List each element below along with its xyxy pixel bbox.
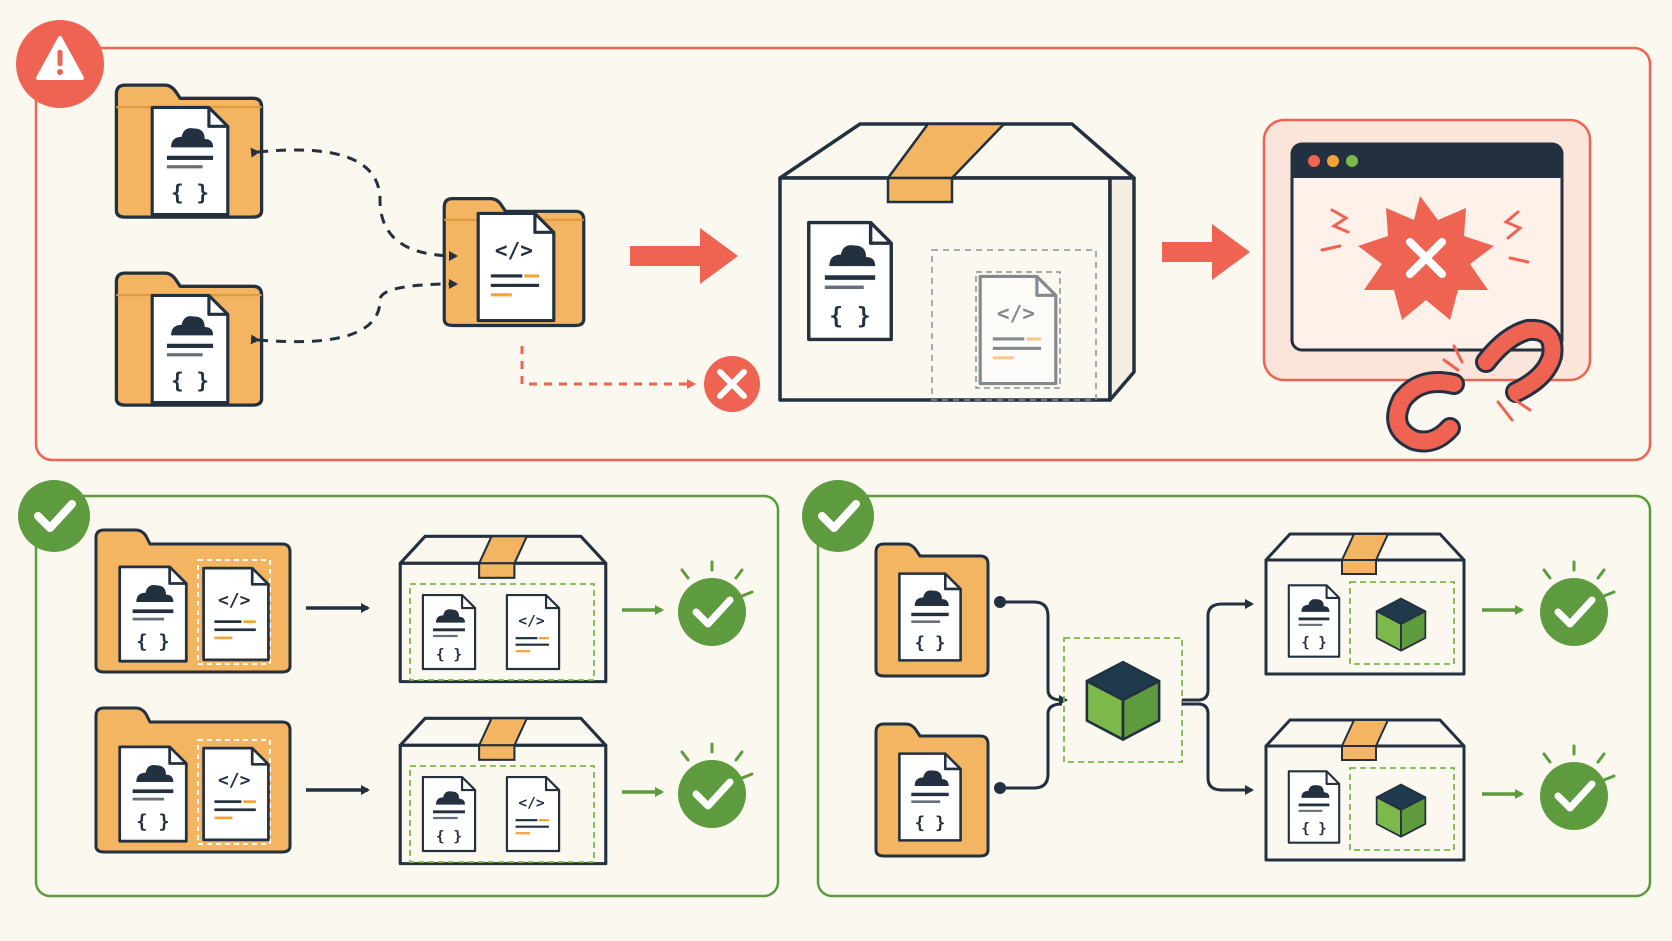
panel-shared-border — [816, 494, 1652, 898]
broken-link-icon — [1386, 318, 1564, 453]
connector-consumer-1 — [1000, 600, 1068, 705]
panel-failure-border — [34, 46, 1652, 462]
check-icon — [678, 560, 754, 646]
panel-failure — [16, 20, 1652, 462]
arrow-to-error — [1162, 224, 1250, 280]
check-icon — [802, 480, 874, 552]
connector-module-to-package-2 — [1182, 702, 1254, 795]
cloud-config-file-icon — [1287, 770, 1341, 844]
folder-service-a — [114, 83, 264, 219]
dashed-link-missing — [520, 346, 696, 389]
connector-consumer-2 — [1000, 702, 1063, 790]
folder-shared-consumer-2 — [874, 722, 990, 858]
code-file-icon — [476, 211, 556, 323]
cloud-config-file-icon — [898, 752, 962, 842]
folder-shared-consumer-1 — [874, 542, 990, 678]
code-file-icon — [978, 274, 1058, 386]
cloud-config-file-icon — [118, 745, 188, 843]
check-icon — [1540, 560, 1616, 646]
folder-bundled-1 — [94, 528, 292, 674]
package-bundled-1 — [398, 534, 608, 684]
missing-slot — [931, 249, 1097, 401]
check-icon — [18, 480, 90, 552]
dashed-link-a-to-shared — [250, 147, 458, 261]
browser-window-error-icon — [1262, 118, 1592, 382]
check-icon — [1540, 744, 1616, 830]
panel-bundled-border — [34, 494, 780, 898]
code-file-icon — [505, 775, 561, 853]
package-shared-1 — [1264, 532, 1466, 676]
folder-shared-code — [442, 196, 586, 328]
package-box-icon — [778, 122, 1136, 402]
code-file-icon — [202, 746, 270, 842]
panel-shared — [802, 480, 1652, 898]
cloud-config-file-icon — [898, 572, 962, 662]
cloud-config-file-icon — [150, 293, 230, 405]
package-shared-2 — [1264, 718, 1466, 862]
warning-icon — [16, 20, 104, 108]
cross-icon — [704, 356, 760, 412]
bundled-row-1 — [94, 528, 754, 684]
cloud-config-file-icon — [1287, 584, 1341, 658]
connector-module-to-package-1 — [1182, 599, 1254, 702]
folder-service-b — [114, 271, 264, 407]
cloud-config-file-icon — [118, 565, 188, 663]
folder-bundled-2 — [94, 706, 292, 854]
code-file-icon — [505, 593, 561, 671]
cloud-config-file-icon — [421, 775, 477, 853]
bundled-row-2 — [94, 706, 754, 866]
check-icon — [678, 742, 754, 828]
cloud-config-file-icon — [807, 220, 893, 342]
arrow-to-package — [630, 228, 738, 284]
cloud-config-file-icon — [421, 593, 477, 671]
dashed-link-b-to-shared — [250, 279, 458, 345]
cloud-config-file-icon — [150, 105, 230, 217]
package-bundled-2 — [398, 716, 608, 866]
code-file-icon — [202, 566, 270, 662]
panel-bundled — [18, 480, 780, 898]
error-burst-icon — [1358, 196, 1494, 320]
